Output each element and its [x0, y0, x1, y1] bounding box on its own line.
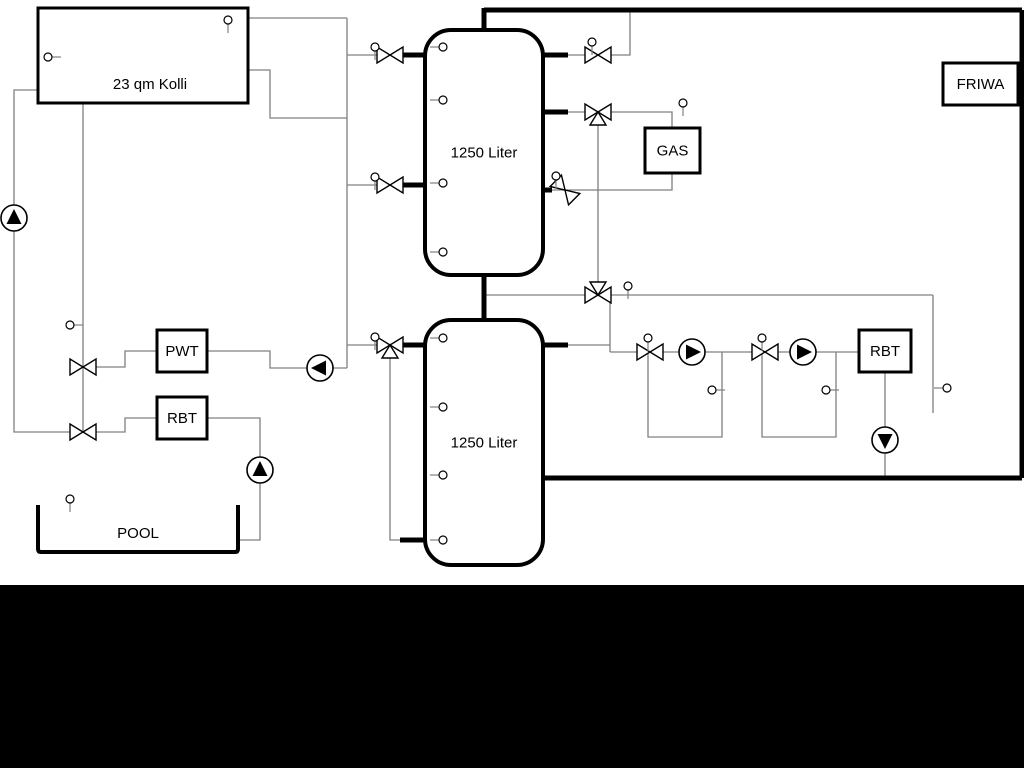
temperature-sensor-icon	[65, 494, 75, 512]
rbt-left-label: RBT	[167, 410, 197, 427]
temperature-sensor-icon	[430, 333, 448, 343]
connection-line	[647, 352, 723, 438]
temperature-sensor-icon	[430, 42, 448, 52]
temperature-sensor-icon	[430, 470, 448, 480]
temperature-sensor-icon	[587, 37, 597, 55]
buffer-tank-2	[423, 318, 545, 567]
temperature-sensor-icon	[757, 333, 767, 351]
temperature-sensor-icon	[370, 332, 380, 350]
temperature-sensor-icon	[43, 52, 61, 62]
valve-icon	[376, 175, 404, 195]
temperature-sensor-icon	[430, 95, 448, 105]
pump-icon	[246, 456, 274, 484]
pwt-box	[155, 328, 209, 374]
collector-label: 23 qm Kolli	[113, 76, 187, 93]
valve-icon	[548, 173, 582, 207]
connection-line	[248, 69, 347, 119]
three-way-valve-icon	[376, 335, 404, 359]
three-way-valve-icon	[584, 281, 612, 305]
valve-icon	[69, 422, 97, 442]
rbt-right-box	[857, 328, 913, 374]
temperature-sensor-icon	[623, 281, 633, 299]
pump-icon	[789, 338, 817, 366]
three-way-valve-icon	[584, 102, 612, 126]
buffer-tank-1	[423, 28, 545, 277]
temperature-sensor-icon	[934, 383, 952, 393]
temperature-sensor-icon	[643, 333, 653, 351]
valve-icon	[751, 342, 779, 362]
rbt-left-box	[155, 395, 209, 441]
temperature-sensor-icon	[65, 320, 83, 330]
buffer-tank-2-label: 1250 Liter	[451, 435, 518, 452]
valve-icon	[376, 45, 404, 65]
temperature-sensor-icon	[430, 247, 448, 257]
temperature-sensor-icon	[707, 385, 725, 395]
friwa-label: FRIWA	[957, 76, 1005, 93]
friwa-box	[941, 61, 1020, 107]
connection-line	[552, 173, 673, 191]
connection-line	[13, 89, 83, 433]
pool-basin	[36, 505, 240, 554]
gas-box	[643, 126, 702, 175]
temperature-sensor-icon	[551, 171, 561, 189]
connection-line	[83, 350, 157, 368]
rbt-right-label: RBT	[870, 343, 900, 360]
valve-icon	[69, 357, 97, 377]
temperature-sensor-icon	[678, 98, 688, 116]
connection-line	[761, 352, 837, 438]
temperature-sensor-icon	[821, 385, 839, 395]
connection-line	[83, 417, 157, 433]
pump-icon	[306, 354, 334, 382]
bottom-black-bar	[0, 585, 1024, 768]
temperature-sensor-icon	[223, 15, 233, 33]
collector-box	[36, 6, 250, 105]
pump-icon	[0, 204, 28, 232]
pump-icon	[678, 338, 706, 366]
temperature-sensor-icon	[430, 402, 448, 412]
pump-icon	[871, 426, 899, 454]
temperature-sensor-icon	[370, 42, 380, 60]
gas-label: GAS	[657, 143, 689, 160]
pool-label: POOL	[117, 525, 159, 542]
valve-icon	[636, 342, 664, 362]
temperature-sensor-icon	[370, 172, 380, 190]
temperature-sensor-icon	[430, 535, 448, 545]
buffer-tank-1-label: 1250 Liter	[451, 145, 518, 162]
temperature-sensor-icon	[430, 178, 448, 188]
connection-line	[389, 345, 402, 541]
pwt-label: PWT	[165, 343, 198, 360]
